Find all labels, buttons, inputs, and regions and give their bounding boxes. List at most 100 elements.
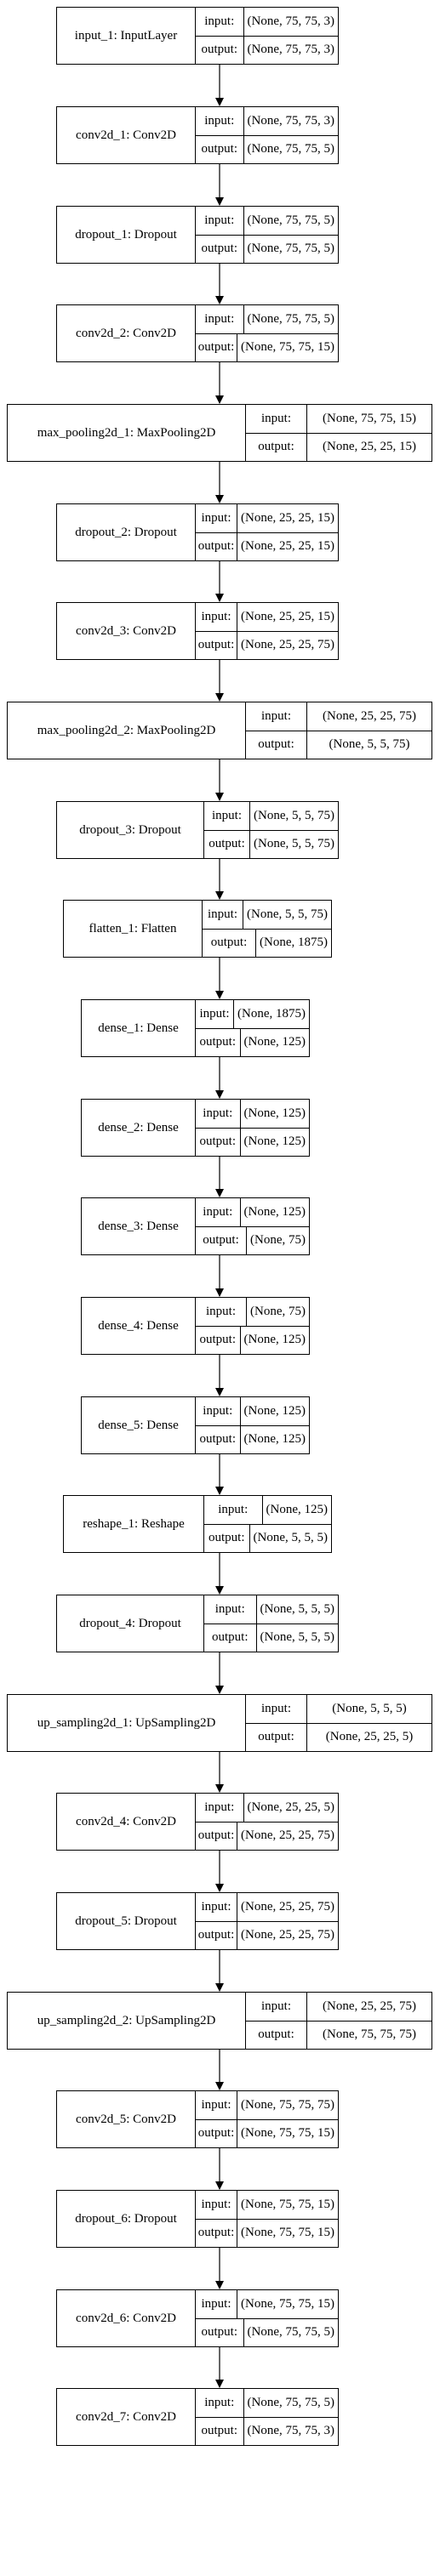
input-shape: (None, 25, 25, 15)	[241, 609, 334, 623]
input-label: input:	[204, 1595, 257, 1624]
output-label: output:	[196, 1326, 241, 1354]
output-label: output:	[196, 2417, 244, 2445]
io-shapes: input:(None, 5, 5, 75)output:(None, 5, 5…	[204, 802, 338, 858]
io-shapes: input:(None, 75, 75, 5)output:(None, 75,…	[196, 305, 338, 361]
io-shapes: input: (None, 25, 25, 75) output: (None, 75…	[246, 1993, 431, 2049]
layer-name: dropout_4: Dropout	[57, 1595, 204, 1652]
output-row: output:(None, 75, 75, 5)	[196, 2317, 338, 2346]
layer-name: conv2d_5: Conv2D	[57, 2091, 196, 2147]
output-row: output:(None, 25, 25, 5)	[246, 1722, 431, 1751]
io-shapes: input:(None, 75, 75, 15)output:(None, 25…	[246, 405, 431, 461]
output-row: output: (None, 75, 75, 75)	[246, 2020, 431, 2049]
output-shape: (None, 125)	[243, 1134, 306, 1149]
output-row: output:(None, 75)	[196, 1225, 309, 1254]
output-shape: (None, 25, 25, 75)	[241, 1828, 334, 1843]
input-row: input:(None, 75)	[196, 1298, 309, 1326]
input-row: input:(None, 75, 75, 3)	[196, 8, 338, 36]
output-label: output:	[196, 2318, 244, 2346]
layer-name: dense_4: Dense	[82, 1298, 196, 1354]
output-label: output:	[196, 2119, 238, 2147]
input-row: input:(None, 125)	[204, 1496, 331, 1524]
output-row: output:(None, 75, 75, 15)	[196, 2218, 338, 2247]
input-shape: (None, 25, 25, 15)	[241, 510, 334, 525]
output-label: output:	[196, 1226, 248, 1254]
layer-name: dropout_6: Dropout	[57, 2191, 196, 2247]
input-row: input:(None, 25, 25, 15)	[196, 504, 338, 532]
input-label: input:	[246, 405, 307, 433]
output-row: output:(None, 75, 75, 15)	[196, 2118, 338, 2147]
output-label: output:	[204, 1624, 257, 1652]
io-shapes: input:(None, 75, 75, 3)output:(None, 75,…	[196, 107, 338, 163]
io-shapes: input:(None, 75, 75, 5)output:(None, 75,…	[196, 207, 338, 263]
output-shape: (None, 125)	[243, 1432, 306, 1447]
output-shape: (None, 5, 5, 5)	[260, 1630, 334, 1645]
output-shape: (None, 5, 5, 5)	[253, 1531, 328, 1545]
input-label: input:	[196, 305, 244, 333]
input-label: input:	[196, 504, 238, 532]
output-row: output:(None, 5, 5, 75)	[246, 730, 431, 759]
input-row: input:(None, 25, 25, 75)	[246, 702, 431, 731]
layer-name: dropout_2: Dropout	[57, 504, 196, 560]
input-shape: (None, 25, 25, 75)	[241, 1899, 334, 1914]
input-row: input:(None, 125)	[196, 1397, 309, 1425]
output-shape: (None, 125)	[243, 1035, 306, 1049]
layer-name: dropout_3: Dropout	[57, 802, 204, 858]
output-label: output:	[203, 929, 257, 957]
output-shape: (None, 75, 75, 3)	[247, 2424, 334, 2438]
input-shape: (None, 75, 75, 15)	[241, 2296, 334, 2311]
layer-name: dense_3: Dense	[82, 1198, 196, 1254]
output-label: output:	[246, 2021, 307, 2049]
input-label: input:	[203, 901, 244, 929]
input-shape: (None, 25, 25, 75)	[323, 1999, 416, 2013]
input-row: input:(None, 5, 5, 75)	[204, 802, 338, 830]
output-row: output:(None, 25, 25, 75)	[196, 630, 338, 659]
input-label: input:	[196, 1198, 241, 1226]
input-label: input:	[196, 1000, 235, 1028]
output-shape: (None, 75, 75, 15)	[241, 340, 334, 355]
input-label: input:	[246, 1993, 307, 2021]
output-label: output:	[196, 333, 238, 361]
input-row: input:(None, 125)	[196, 1198, 309, 1226]
layer-name: flatten_1: Flatten	[64, 901, 203, 957]
output-label: output:	[196, 1425, 241, 1453]
layer-name: dense_1: Dense	[82, 1000, 196, 1056]
output-shape: (None, 75)	[250, 1233, 306, 1248]
io-shapes: input:(None, 125)output:(None, 125)	[196, 1397, 309, 1453]
output-label: output:	[196, 1028, 241, 1056]
output-row: output:(None, 125)	[196, 1424, 309, 1453]
input-shape: (None, 75, 75, 3)	[247, 14, 334, 28]
input-shape: (None, 25, 25, 5)	[247, 1800, 334, 1814]
output-row: output:(None, 5, 5, 75)	[204, 829, 338, 858]
layer-name: conv2d_3: Conv2D	[57, 603, 196, 659]
output-shape: (None, 75, 75, 15)	[241, 2126, 334, 2141]
output-shape: (None, 75, 75, 75)	[323, 2027, 416, 2042]
layer-name: conv2d_4: Conv2D	[57, 1794, 196, 1850]
output-row: output:(None, 25, 25, 75)	[196, 1821, 338, 1850]
output-shape: (None, 25, 25, 15)	[241, 539, 334, 554]
io-shapes: input:(None, 75, 75, 15)output:(None, 75…	[196, 2290, 338, 2346]
io-shapes: input:(None, 75)output:(None, 125)	[196, 1298, 309, 1354]
output-row: output:(None, 75, 75, 3)	[196, 35, 338, 64]
output-label: output:	[204, 830, 251, 858]
output-label: output:	[196, 631, 238, 659]
input-shape: (None, 75, 75, 15)	[241, 2197, 334, 2211]
io-shapes: input:(None, 75, 75, 5)output:(None, 75,…	[196, 2389, 338, 2445]
io-shapes: input:(None, 75, 75, 3)output:(None, 75,…	[196, 8, 338, 64]
input-shape: (None, 1875)	[237, 1006, 306, 1021]
layer-name: conv2d_6: Conv2D	[57, 2290, 196, 2346]
io-shapes: input:(None, 125)output:(None, 75)	[196, 1198, 309, 1254]
output-label: output:	[196, 235, 244, 263]
input-shape: (None, 5, 5, 75)	[254, 808, 334, 822]
input-shape: (None, 75, 75, 3)	[247, 113, 334, 128]
output-shape: (None, 75, 75, 3)	[247, 43, 334, 57]
layer-name: dense_2: Dense	[82, 1100, 196, 1156]
output-shape: (None, 75, 75, 15)	[241, 2226, 334, 2240]
